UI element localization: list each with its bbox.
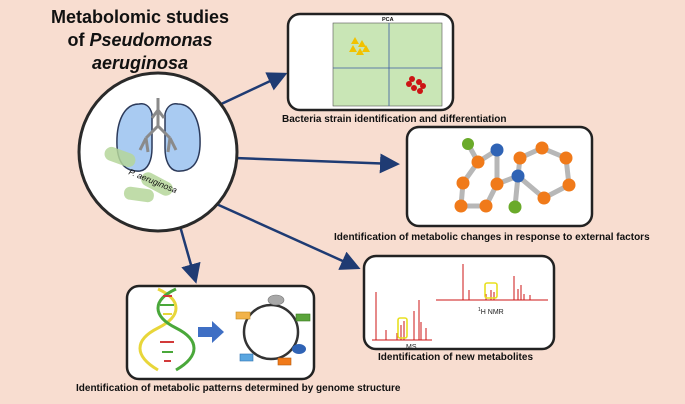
pca-cluster-b — [406, 76, 426, 94]
node-blue-1 — [490, 143, 504, 157]
ms-spectrum — [372, 292, 432, 341]
spectra-caption: Identification of new metabolites — [378, 352, 534, 363]
node-orange-3 — [454, 199, 468, 213]
lung-panel: P. aeruginosa — [77, 71, 239, 233]
node-green-1 — [462, 138, 474, 150]
node-orange-9 — [562, 178, 576, 192]
node-orange-7 — [535, 141, 549, 155]
pca-caption: Bacteria strain identification and diffe… — [282, 114, 507, 125]
genome-caption: Identification of metabolic patterns det… — [76, 383, 401, 394]
nmr-spectrum — [436, 264, 548, 301]
pca-label: PCA — [382, 17, 394, 23]
network-nodes — [454, 138, 576, 214]
trachea-icon — [138, 98, 178, 153]
ms-highlight — [397, 317, 408, 339]
nmr-label-text: H NMR — [481, 309, 504, 316]
figure-title: Metabolomic studies of Pseudomonas aerug… — [20, 6, 260, 75]
ms-label: MS — [406, 344, 417, 351]
pca-cluster-a — [349, 37, 370, 55]
pca-panel: PCA — [286, 12, 455, 112]
node-orange-10 — [537, 191, 551, 205]
node-orange-8 — [559, 151, 573, 165]
nmr-label: 1H NMR — [478, 307, 504, 316]
node-orange-6 — [513, 151, 527, 165]
arrow-to-genome — [178, 225, 201, 284]
node-orange-2 — [456, 176, 470, 190]
right-lung-icon — [164, 103, 201, 172]
node-orange-4 — [479, 199, 493, 213]
arrow-to-pca — [216, 72, 288, 108]
orange-gene-box-2-icon — [277, 357, 292, 366]
blue-right-arrow — [198, 321, 224, 343]
nmr-label-superscript: 1 — [478, 307, 481, 313]
title-organism: Pseudomonas aeruginosa — [89, 30, 213, 73]
network-caption: Identification of metabolic changes in r… — [334, 232, 650, 243]
arrow-to-network — [234, 153, 400, 174]
dna-helix-icon — [138, 287, 196, 372]
blue-module-icon — [292, 344, 306, 354]
node-orange-1 — [471, 155, 485, 169]
title-line-1: Metabolomic studies — [50, 7, 230, 27]
title-line-2: of Pseudomonas aeruginosa — [20, 29, 260, 75]
orange-gene-box-icon — [235, 311, 251, 320]
spectra-panel: MS 1H NMR — [362, 254, 556, 351]
blue-gene-box-icon — [239, 353, 254, 362]
node-orange-5 — [490, 177, 504, 191]
nmr-highlight — [484, 282, 498, 299]
genome-panel — [125, 284, 316, 381]
node-green-2 — [508, 200, 522, 214]
network-panel — [405, 125, 594, 228]
pca-plot-area — [332, 22, 443, 107]
bacteria-icon — [104, 146, 173, 203]
node-blue-2 — [511, 169, 525, 183]
plasmid-icon — [235, 294, 311, 366]
gray-module-icon — [267, 294, 285, 306]
title-prefix: of — [67, 30, 90, 50]
green-gene-box-icon — [295, 313, 311, 322]
arrow-to-spectra — [211, 200, 361, 270]
